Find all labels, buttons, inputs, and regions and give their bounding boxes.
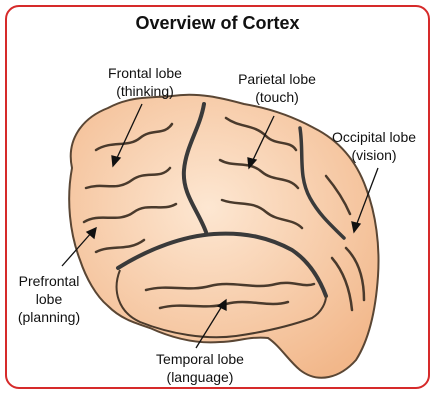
- label-temporal-lobe: Temporal lobe (language): [140, 350, 260, 386]
- label-prefrontal-line1: Prefrontal: [6, 272, 92, 290]
- label-frontal-name: Frontal lobe: [90, 64, 200, 82]
- label-occipital-name: Occipital lobe: [318, 128, 430, 146]
- label-parietal-name: Parietal lobe: [222, 70, 332, 88]
- label-occipital-lobe: Occipital lobe (vision): [318, 128, 430, 164]
- label-temporal-name: Temporal lobe: [140, 350, 260, 368]
- label-temporal-function: (language): [140, 368, 260, 386]
- label-prefrontal-line2: lobe: [6, 290, 92, 308]
- label-prefrontal-lobe: Prefrontal lobe (planning): [6, 272, 92, 326]
- label-prefrontal-line3: (planning): [6, 308, 92, 326]
- label-parietal-function: (touch): [222, 88, 332, 106]
- label-frontal-lobe: Frontal lobe (thinking): [90, 64, 200, 100]
- label-frontal-function: (thinking): [90, 82, 200, 100]
- label-occipital-function: (vision): [318, 146, 430, 164]
- label-parietal-lobe: Parietal lobe (touch): [222, 70, 332, 106]
